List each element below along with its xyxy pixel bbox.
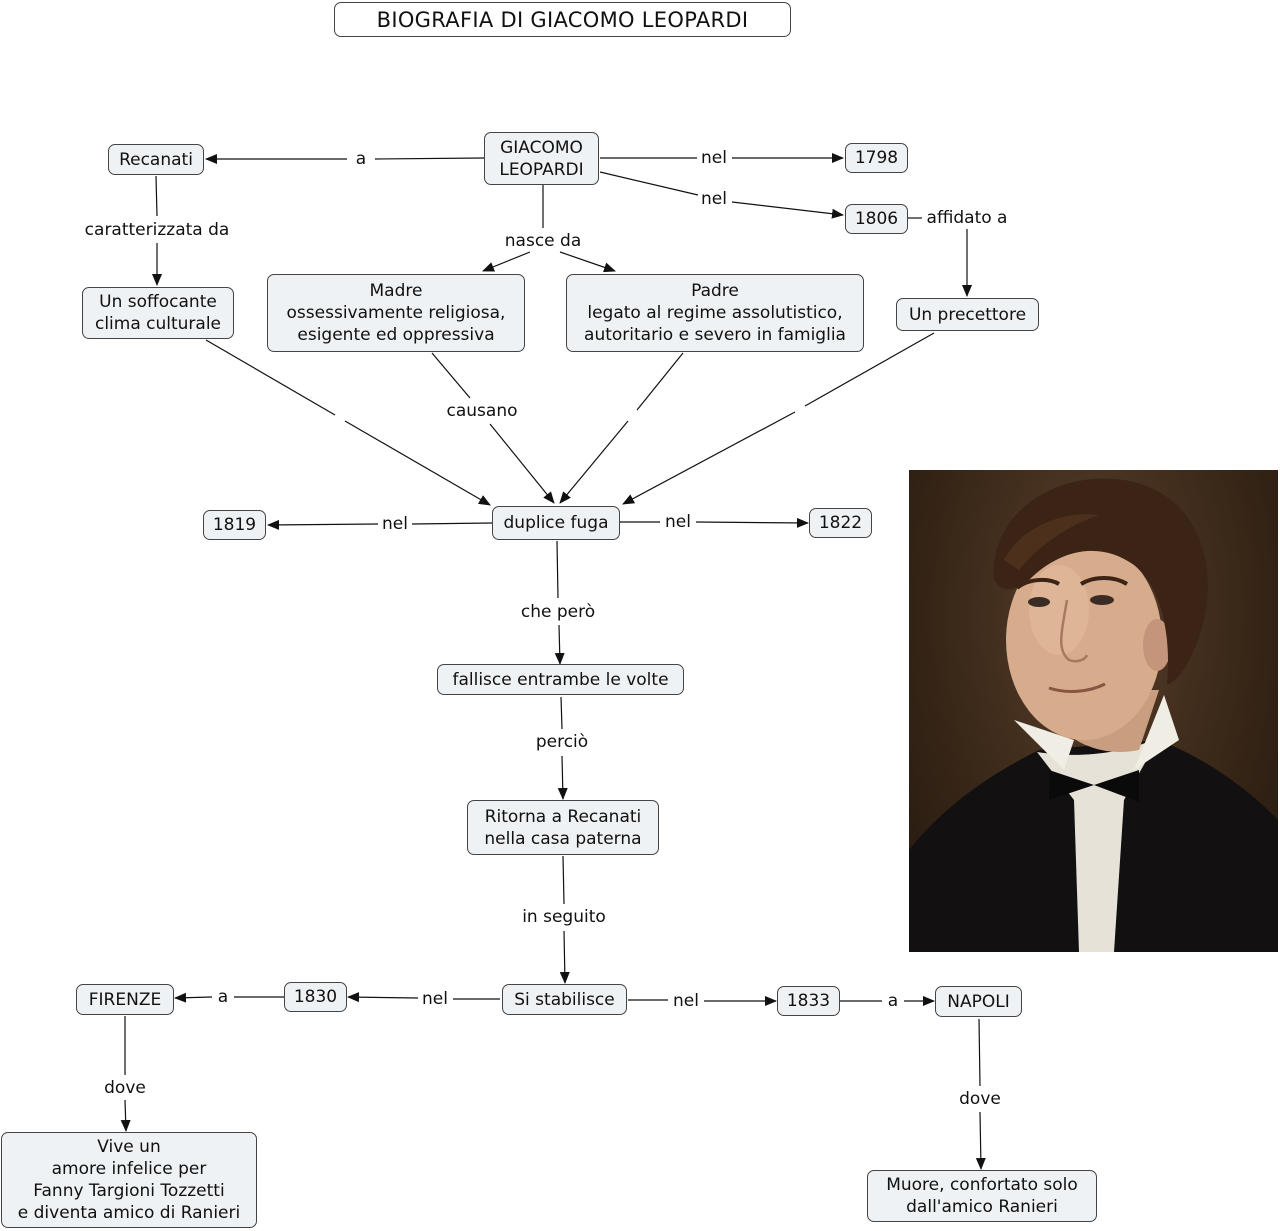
node-muore[interactable]: Muore, confortato solo dall'amico Ranier… — [867, 1170, 1097, 1222]
label-a-napoli: a — [884, 991, 902, 1011]
node-duplice-fuga[interactable]: duplice fuga — [492, 506, 620, 540]
node-fallisce[interactable]: fallisce entrambe le volte — [437, 664, 684, 695]
node-firenze[interactable]: FIRENZE — [76, 984, 174, 1015]
label-dove-napoli: dove — [956, 1089, 1004, 1109]
node-recanati[interactable]: Recanati — [108, 144, 204, 175]
node-si-stabilisce[interactable]: Si stabilisce — [502, 984, 627, 1015]
label-nel-1798: nel — [698, 148, 730, 168]
label-nel-1806: nel — [698, 189, 730, 209]
label-in-seguito: in seguito — [519, 907, 609, 927]
label-nel-1833: nel — [670, 991, 702, 1011]
label-affidato-a: affidato a — [923, 208, 1011, 228]
label-che-pero: che però — [517, 602, 599, 622]
label-nel-1819: nel — [379, 514, 411, 534]
node-year-1833[interactable]: 1833 — [777, 986, 840, 1016]
node-year-1798[interactable]: 1798 — [845, 143, 908, 173]
label-a-recanati: a — [352, 149, 370, 169]
page-title: BIOGRAFIA DI GIACOMO LEOPARDI — [334, 2, 791, 37]
node-giacomo-leopardi[interactable]: GIACOMO LEOPARDI — [484, 132, 599, 185]
label-causano: causano — [443, 401, 521, 421]
label-percio: perciò — [532, 732, 592, 752]
node-soffocante-clima[interactable]: Un soffocante clima culturale — [82, 287, 234, 339]
portrait-image — [909, 470, 1278, 952]
label-nel-1822: nel — [662, 512, 694, 532]
node-napoli[interactable]: NAPOLI — [935, 986, 1022, 1017]
label-nel-1830: nel — [419, 989, 451, 1009]
node-year-1830[interactable]: 1830 — [284, 982, 347, 1012]
node-year-1819[interactable]: 1819 — [203, 510, 266, 540]
node-madre[interactable]: Madre ossessivamente religiosa, esigente… — [267, 274, 525, 352]
node-ritorna-recanati[interactable]: Ritorna a Recanati nella casa paterna — [467, 800, 659, 855]
label-a-firenze: a — [214, 987, 232, 1007]
label-caratterizzata-da: caratterizzata da — [81, 220, 233, 240]
node-year-1822[interactable]: 1822 — [809, 508, 872, 538]
node-vive-amore-infelice[interactable]: Vive un amore infelice per Fanny Targion… — [1, 1132, 257, 1228]
node-padre[interactable]: Padre legato al regime assolutistico, au… — [566, 274, 864, 352]
node-precettore[interactable]: Un precettore — [896, 298, 1039, 331]
node-year-1806[interactable]: 1806 — [845, 204, 908, 234]
label-nasce-da: nasce da — [501, 231, 585, 251]
label-dove-firenze: dove — [101, 1078, 149, 1098]
